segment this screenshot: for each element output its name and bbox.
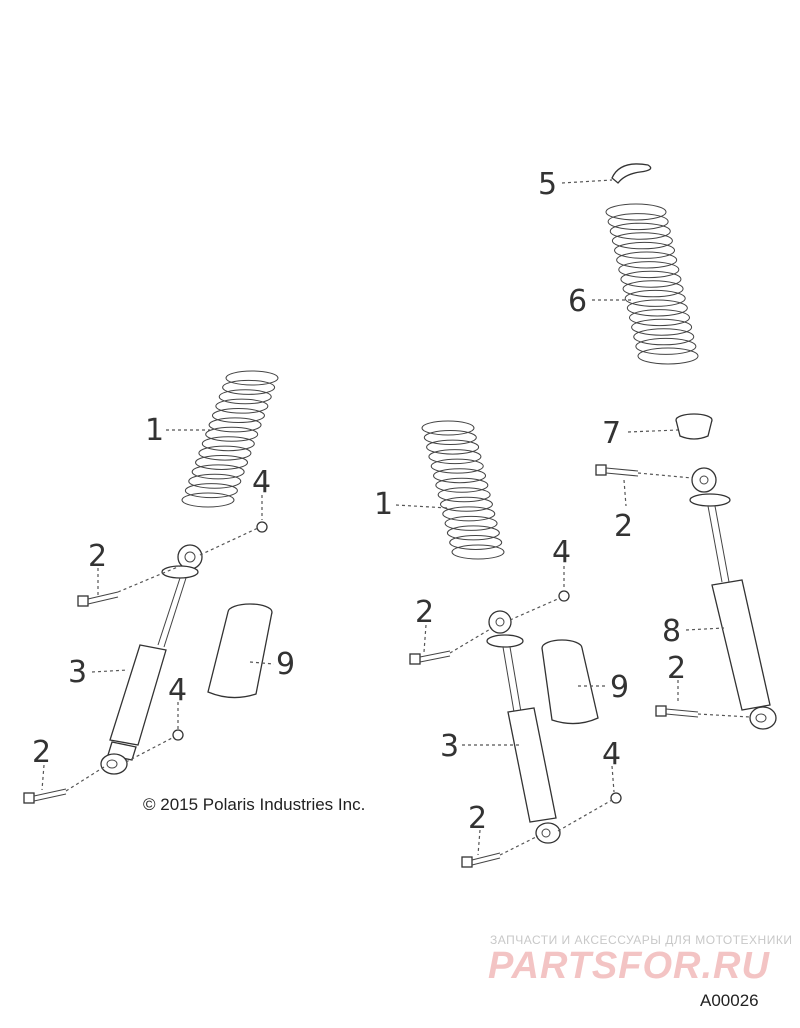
shock-absorber-part-3-center xyxy=(486,610,561,844)
callout-4-left-upper: 4 xyxy=(252,465,271,500)
spring-coil xyxy=(205,426,259,442)
spring-coil xyxy=(191,464,245,480)
nut-part-4-center-upper xyxy=(558,590,570,602)
spring-coil xyxy=(620,270,682,288)
spring-coil xyxy=(225,370,279,386)
spring-coil xyxy=(215,398,269,414)
bushing-part-7 xyxy=(675,413,713,440)
bolt-part-2-right-lower xyxy=(655,705,699,718)
spring-coil xyxy=(451,544,505,560)
spring-coil xyxy=(222,379,276,395)
spring-coil xyxy=(618,261,680,279)
shock-absorber-part-3-left xyxy=(100,544,203,775)
spring-part-6 xyxy=(605,203,699,365)
callout-1-center: 1 xyxy=(374,487,393,522)
bolt-part-2-left-lower xyxy=(23,788,67,804)
callout-labels: 5 6 7 1 1 4 4 4 4 2 2 2 2 2 2 3 3 8 9 9 xyxy=(32,167,686,836)
spring-coil xyxy=(201,436,255,452)
callout-1-left: 1 xyxy=(145,413,164,448)
callout-3-left: 3 xyxy=(68,655,87,690)
spring-coil xyxy=(435,477,489,493)
nut-part-4-center-lower xyxy=(610,792,622,804)
callout-5: 5 xyxy=(538,167,557,202)
callout-9-left: 9 xyxy=(276,647,295,682)
callout-2-left-lower: 2 xyxy=(32,735,51,770)
callout-4-left-lower: 4 xyxy=(168,673,187,708)
nut-part-4-left-upper xyxy=(256,521,268,533)
spring-coil xyxy=(184,483,238,499)
spring-coil xyxy=(624,289,686,307)
spring-coil xyxy=(609,222,671,240)
callout-3-center: 3 xyxy=(440,729,459,764)
spring-part-1-center xyxy=(421,420,505,560)
spring-coil xyxy=(607,213,669,231)
callout-2-center-lower: 2 xyxy=(468,801,487,836)
bolt-part-2-left-upper xyxy=(77,591,119,607)
spring-coil xyxy=(437,487,491,503)
spring-coil xyxy=(439,496,493,512)
spring-coil xyxy=(218,389,272,405)
callout-4-center-lower: 4 xyxy=(602,737,621,772)
spring-coil xyxy=(188,473,242,489)
spring-coil xyxy=(426,439,480,455)
spring-coil xyxy=(198,445,252,461)
spring-coil xyxy=(614,241,676,259)
spring-coil xyxy=(211,408,265,424)
spring-coil xyxy=(444,515,498,531)
callout-4-center-upper: 4 xyxy=(552,535,571,570)
spring-coil xyxy=(622,280,684,298)
watermark-brand: PARTSFOR.RU xyxy=(488,945,770,987)
callout-2-right-lower: 2 xyxy=(667,651,686,686)
spring-coil xyxy=(442,506,496,522)
spring-coil xyxy=(208,417,262,433)
boot-part-9-center xyxy=(541,639,599,725)
spring-coil xyxy=(631,318,693,336)
spring-coil xyxy=(423,430,477,446)
spring-coil xyxy=(635,337,697,355)
bolt-part-2-right-upper xyxy=(595,464,639,477)
spring-coil xyxy=(605,203,667,221)
copyright-notice: © 2015 Polaris Industries Inc. xyxy=(143,795,366,814)
spring-coil xyxy=(195,454,249,470)
figure-code: A00026 xyxy=(700,991,759,1010)
spring-coil xyxy=(611,232,673,250)
spring-coil xyxy=(628,309,690,327)
callout-2-right-upper: 2 xyxy=(614,509,633,544)
boot-part-9-left xyxy=(207,603,273,699)
spring-coil xyxy=(181,492,235,508)
spring-coil xyxy=(446,525,500,541)
bolt-part-2-center-lower xyxy=(461,852,501,868)
snap-ring-part-5 xyxy=(611,163,652,184)
spring-coil xyxy=(449,534,503,550)
shock-absorber-part-8-right xyxy=(689,467,777,730)
callout-2-center-upper: 2 xyxy=(415,595,434,630)
spring-coil xyxy=(428,449,482,465)
spring-part-1-left xyxy=(181,370,279,508)
callout-8: 8 xyxy=(662,614,681,649)
bolt-part-2-center-upper xyxy=(409,650,451,665)
callout-9-center: 9 xyxy=(610,670,629,705)
callout-2-left-upper: 2 xyxy=(88,539,107,574)
spring-coil xyxy=(421,420,475,436)
spring-coil xyxy=(626,299,688,317)
callout-6: 6 xyxy=(568,284,587,319)
spring-coil xyxy=(616,251,678,269)
callout-7: 7 xyxy=(602,416,621,451)
nut-part-4-left-lower xyxy=(172,729,184,741)
spring-coil xyxy=(633,328,695,346)
spring-coil xyxy=(430,458,484,474)
watermark-tagline: ЗАПЧАСТИ И АКСЕССУАРЫ ДЛЯ МОТОТЕХНИКИ xyxy=(490,933,793,947)
spring-coil xyxy=(637,347,699,365)
leader-lines xyxy=(41,179,751,856)
spring-coil xyxy=(433,468,487,484)
